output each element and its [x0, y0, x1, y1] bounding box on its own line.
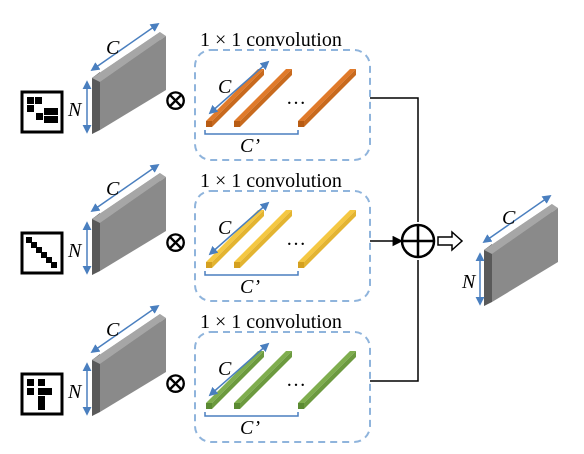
conv-title: 1 × 1 convolution: [200, 311, 342, 333]
multiply-operator: ⊗: [163, 367, 188, 400]
adjacency-matrix-icon-top: [20, 90, 64, 134]
input-tensor-middle: [92, 173, 166, 275]
conv-box: [194, 331, 371, 443]
nodes-label: N: [67, 381, 83, 403]
channel-label: C: [218, 358, 232, 380]
out-channel-label: C’: [240, 276, 260, 298]
out-channel-label: C’: [240, 135, 260, 157]
input-tensor-bottom: [92, 314, 166, 416]
implies-arrow: [437, 230, 464, 252]
ellipsis: …: [286, 228, 306, 250]
channel-label: C: [218, 76, 232, 98]
out-channel-label: C’: [240, 417, 260, 439]
sum-operator: [400, 223, 436, 259]
output-tensor: [484, 204, 558, 306]
ellipsis: …: [286, 87, 306, 109]
connector-bottom: [370, 260, 419, 382]
nodes-label: N: [67, 99, 83, 121]
multiply-operator: ⊗: [163, 226, 188, 259]
adjacency-matrix-icon-middle: [20, 231, 64, 275]
channel-label: C: [502, 207, 516, 229]
conv-box: [194, 190, 371, 302]
multiply-operator: ⊗: [163, 84, 188, 117]
channel-label: C: [218, 217, 232, 239]
channel-label: C: [106, 178, 120, 200]
channel-label: C: [106, 37, 120, 59]
conv-title: 1 × 1 convolution: [200, 170, 342, 192]
branch-top: C N ⊗ 1 × 1 convolution C … C’: [20, 22, 419, 222]
nodes-label: N: [461, 271, 477, 293]
ellipsis: …: [286, 369, 306, 391]
conv-title: 1 × 1 convolution: [200, 29, 342, 51]
connector-top: [370, 97, 419, 222]
adjacency-matrix-icon-bottom: [20, 372, 64, 416]
nodes-label: N: [67, 240, 83, 262]
channel-label: C: [106, 319, 120, 341]
branch-middle: C N ⊗ 1 × 1 convolution C … C’: [20, 163, 404, 302]
branch-bottom: C N ⊗ 1 × 1 convolution C … C’: [20, 260, 419, 443]
conv-box: [194, 49, 371, 161]
input-tensor-top: [92, 32, 166, 134]
